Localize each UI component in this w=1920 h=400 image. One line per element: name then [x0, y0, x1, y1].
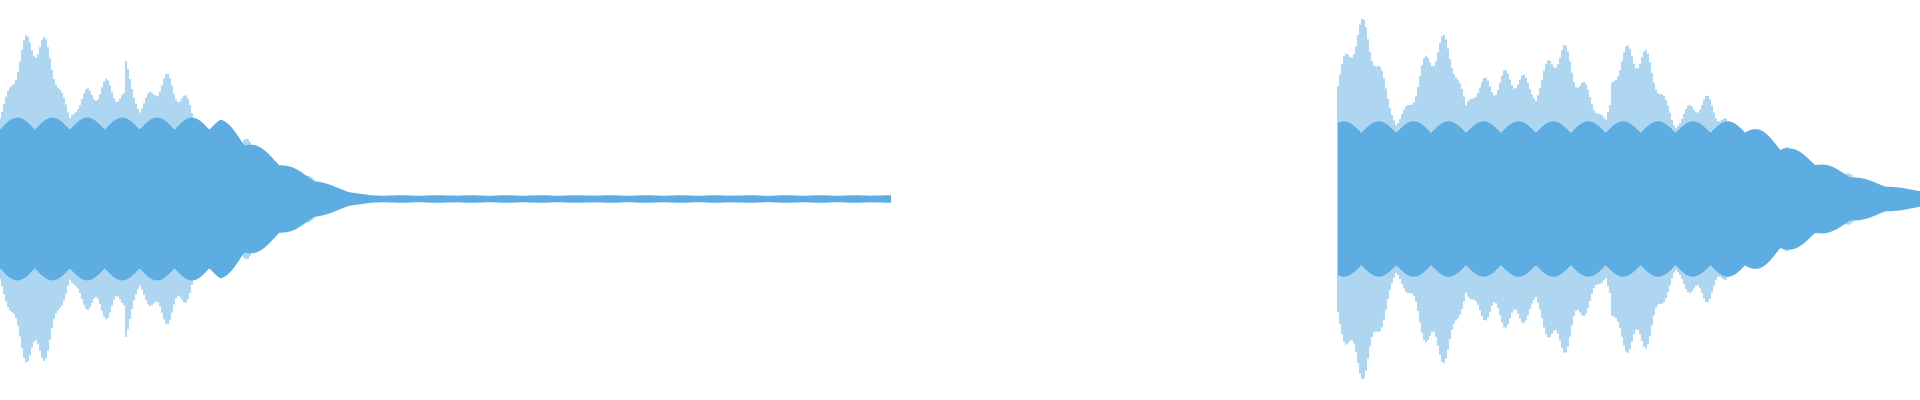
waveform-clip-2[interactable]	[1337, 18, 1920, 380]
waveform-clips	[0, 18, 1920, 380]
waveform-clip-1[interactable]	[0, 35, 891, 363]
waveform-peaks	[1337, 18, 1920, 380]
waveform-peaks	[0, 35, 891, 363]
